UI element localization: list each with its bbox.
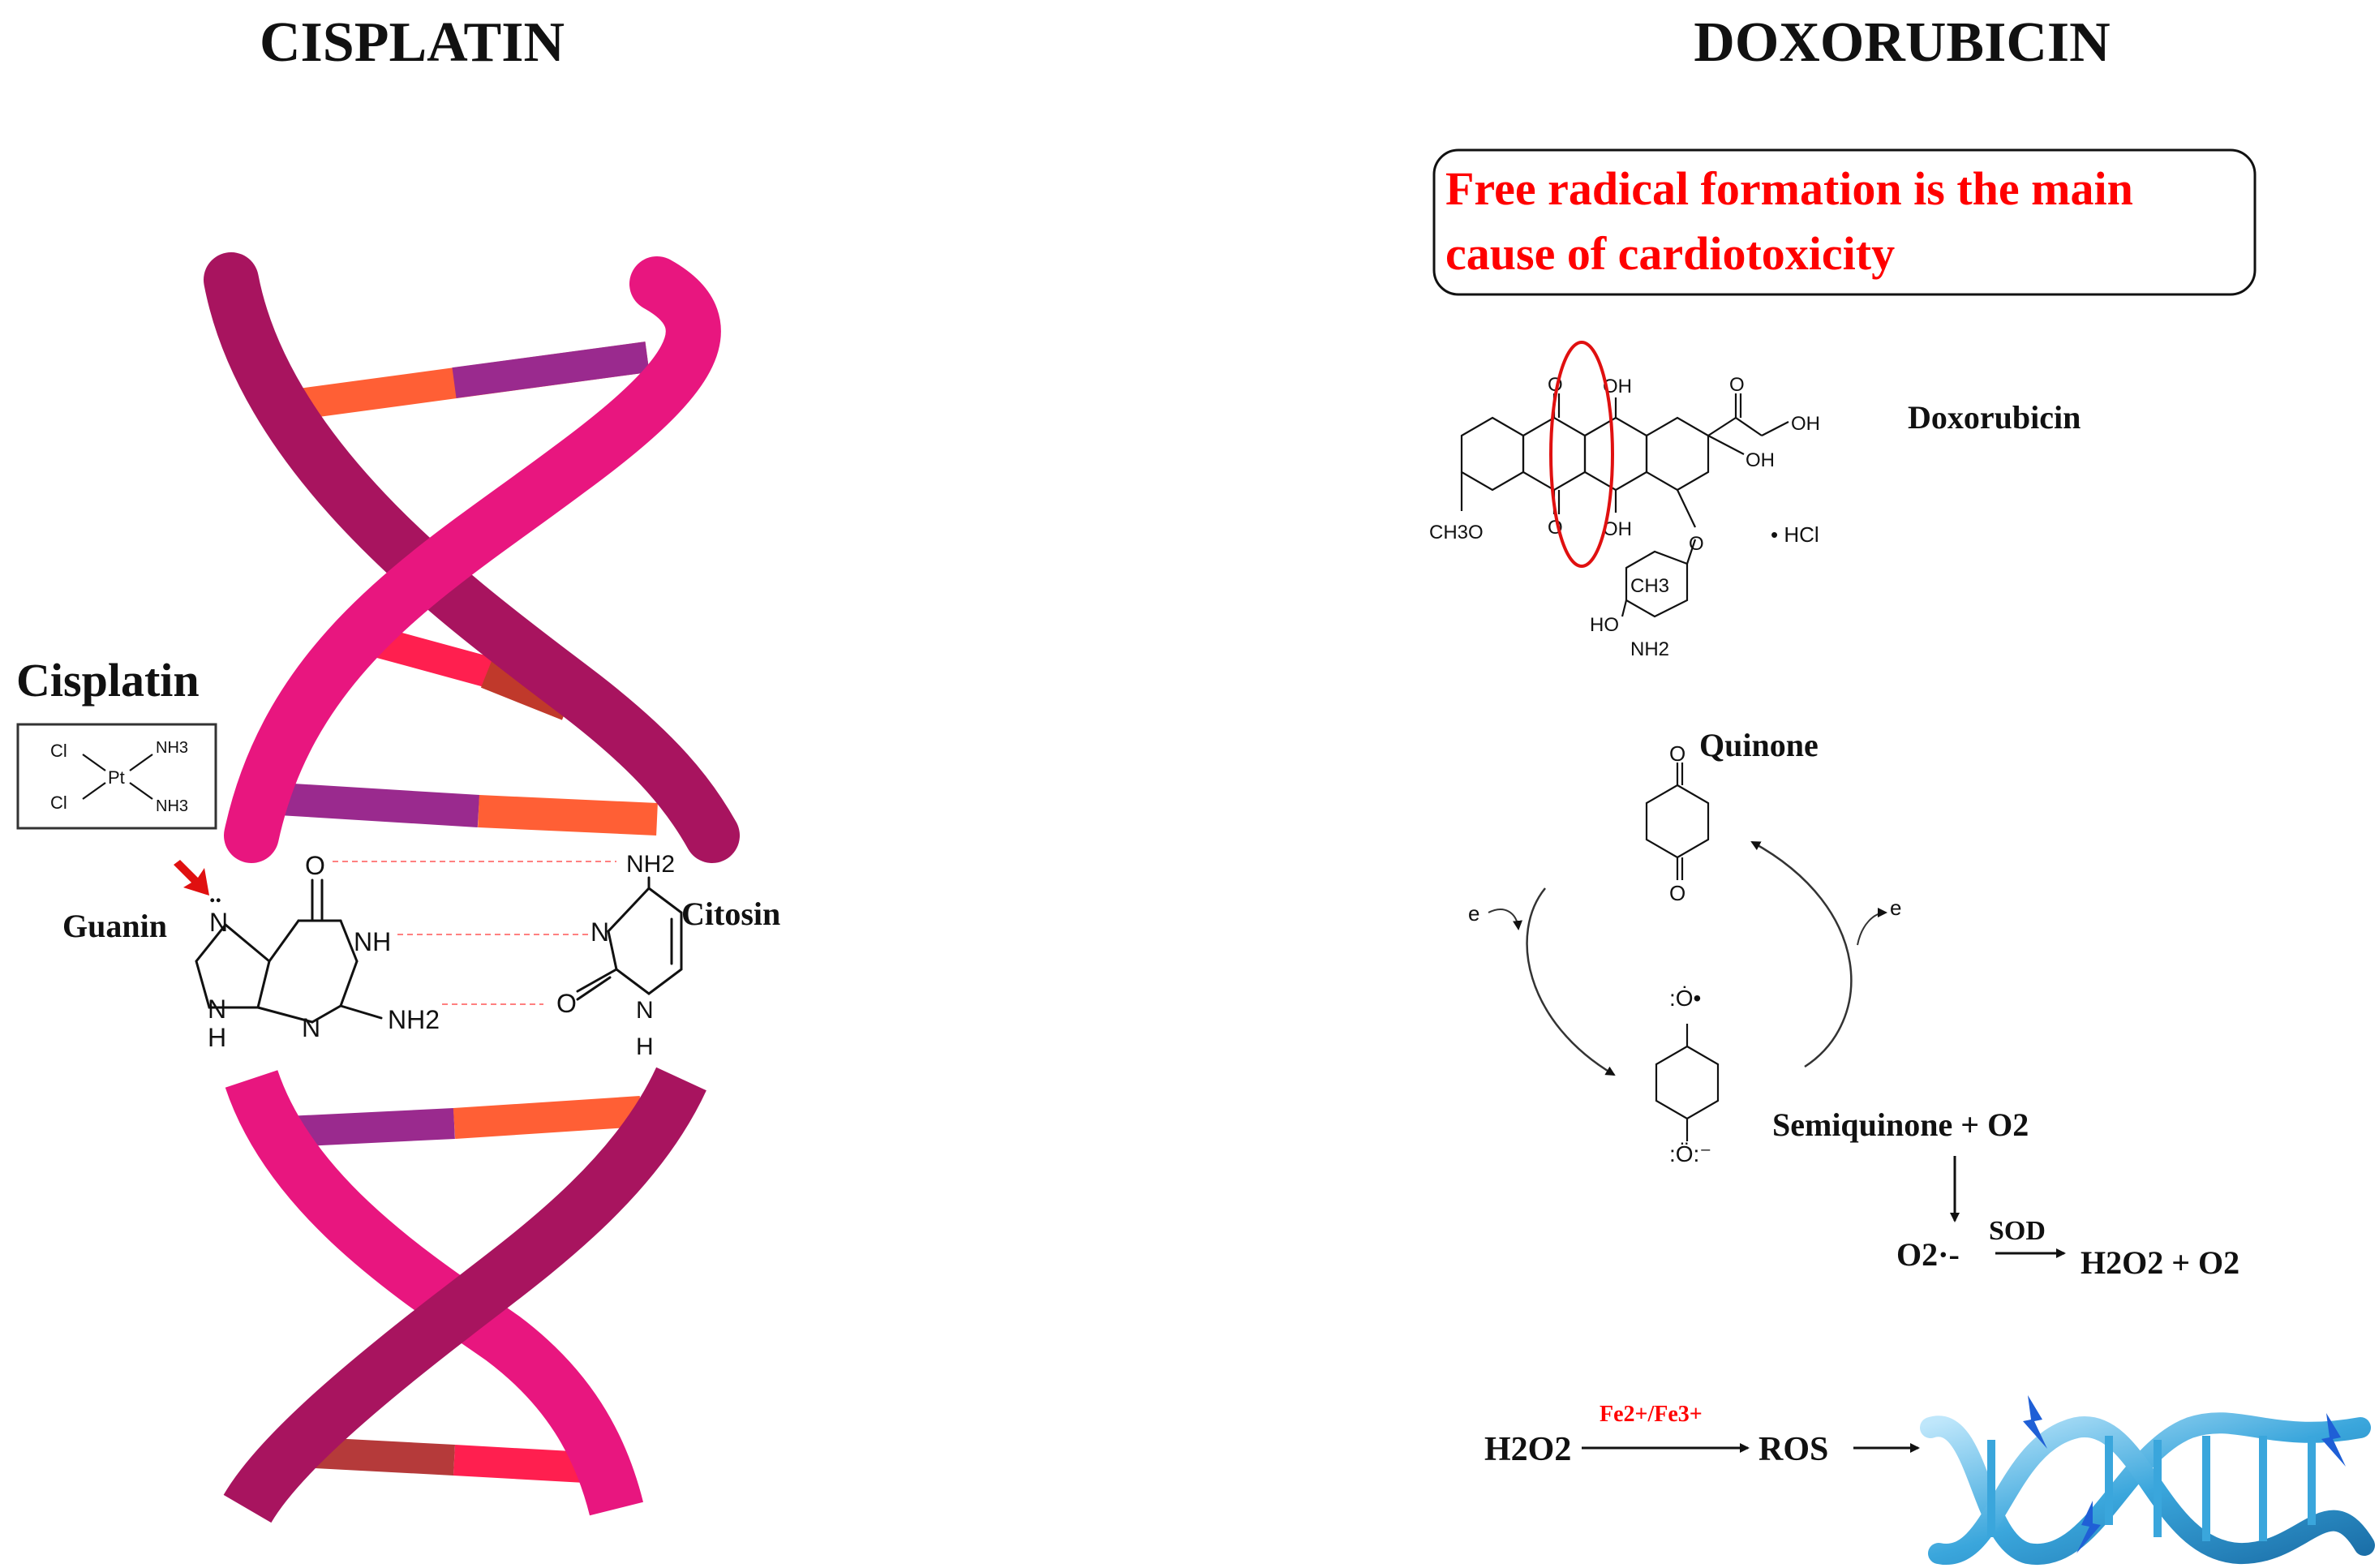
- cardiotoxicity-callout: [1432, 148, 2257, 296]
- dox-ho-group: HO: [1590, 614, 1619, 636]
- electron-in-arrow: [1488, 909, 1522, 930]
- dox-o-atom: O: [1689, 533, 1704, 555]
- dna-icon-strand: [1928, 1416, 2375, 1565]
- ros-label: ROS: [1758, 1431, 1828, 1468]
- semiquinone-ring: :Ȯ• :Ö:⁻: [1655, 986, 1720, 1166]
- guanin-label: Guanin: [62, 908, 167, 944]
- cisplatin-title: CISPLATIN: [260, 11, 565, 74]
- cytosine-h-atom: H: [636, 1033, 654, 1060]
- fe-ions-label: Fe2+/Fe3+: [1600, 1402, 1703, 1427]
- dox-oh-group: OH: [1746, 449, 1775, 471]
- semiquinone-o-radical: :Ȯ•: [1669, 986, 1701, 1011]
- cytosine-nh2-atom: NH2: [626, 851, 675, 878]
- doxorubicin-title: DOXORUBICIN: [1694, 11, 2110, 74]
- cl-atom: Cl: [50, 793, 67, 813]
- helix-strand-light: [225, 1069, 643, 1516]
- dna-helix-top: [204, 252, 740, 863]
- superoxide-label: O2·-: [1896, 1236, 1960, 1273]
- quinone-o-atom: O: [1669, 881, 1685, 905]
- pt-atom: Pt: [108, 767, 125, 788]
- oxidation-arrow: [1750, 840, 1853, 1068]
- quinone-highlight-ellipse: [1549, 341, 1614, 568]
- quinone-o-atom: O: [1669, 741, 1685, 766]
- guanine-nh-atom: NH: [354, 927, 391, 956]
- callout-line-1: Free radical formation is the main: [1445, 162, 2133, 215]
- citosin-label: Citosin: [681, 896, 780, 932]
- helix-base-pair: [478, 795, 658, 836]
- helix-base-pair: [453, 1096, 642, 1139]
- dox-ch3-group: CH3: [1630, 575, 1669, 597]
- dox-oh-group: OH: [1791, 413, 1820, 435]
- dox-o-atom: O: [1729, 374, 1745, 396]
- guanine-h-atom: H: [208, 1023, 226, 1052]
- helix-base-pair: [278, 783, 480, 827]
- helix-strand-dark: [223, 1067, 706, 1523]
- nh3-group: NH3: [156, 797, 188, 815]
- semiquinone-label: Semiquinone + O2: [1772, 1106, 2029, 1143]
- helix-strand-light: [224, 256, 721, 863]
- damaged-dna-icon: [1920, 1395, 2375, 1566]
- helix-base-pair: [452, 342, 650, 398]
- h2o2-label: H2O2: [1484, 1431, 1571, 1468]
- cytosine-o-atom: O: [556, 989, 577, 1018]
- cl-atom: Cl: [50, 741, 67, 761]
- guanine-n9-atom: N: [208, 994, 226, 1024]
- nh3-group: NH3: [156, 739, 188, 757]
- cytosine-structure: NH2 N O N H: [556, 851, 683, 1060]
- hcl-label: • HCl: [1771, 522, 1819, 547]
- guanine-nh2-atom: NH2: [388, 1005, 440, 1034]
- sod-label: SOD: [1989, 1216, 2046, 1246]
- dna-icon-strand: [1920, 1412, 2371, 1566]
- h2o2-o2-products: H2O2 + O2: [2081, 1244, 2239, 1281]
- lightning-bolt-icon: [2076, 1501, 2101, 1553]
- dox-nh2-group: NH2: [1630, 638, 1669, 660]
- binding-site-arrow: [174, 860, 209, 896]
- helix-strand-dark: [204, 252, 740, 863]
- cytosine-n-atom: N: [590, 917, 609, 947]
- doxorubicin-structure: O O OH OH O OH OH CH3O O CH3 HO NH2: [1429, 374, 1820, 660]
- lightning-bolt-icon: [2023, 1395, 2047, 1449]
- semiquinone-o-anion: :Ö:⁻: [1669, 1141, 1711, 1166]
- doxorubicin-label: Doxorubicin: [1908, 399, 2081, 436]
- dox-ch3o-group: CH3O: [1429, 522, 1484, 543]
- cisplatin-label: Cisplatin: [16, 654, 200, 707]
- lone-pair-dots: ..: [209, 881, 221, 908]
- cisplatin-box: [16, 723, 217, 830]
- guanine-structure: O N NH N NH2 N H: [195, 851, 440, 1052]
- guanine-n7-atom: N: [209, 908, 228, 937]
- callout-line-2: cause of cardiotoxicity: [1445, 227, 1895, 280]
- helix-base-pair: [287, 1108, 455, 1147]
- lightning-bolt-icon: [2321, 1413, 2346, 1467]
- cisplatin-structure: Cl Cl Pt NH3 NH3: [16, 723, 217, 830]
- quinone-ring: O O: [1645, 741, 1710, 905]
- cytosine-n1-atom: N: [636, 997, 654, 1024]
- quinone-label: Quinone: [1699, 727, 1819, 763]
- electron-label: e: [1890, 896, 1901, 920]
- guanine-o-atom: O: [305, 851, 325, 880]
- guanine-n-atom: N: [302, 1013, 320, 1042]
- electron-label: e: [1468, 901, 1479, 926]
- dna-helix-bottom: [223, 1067, 706, 1523]
- electron-out-arrow: [1857, 908, 1887, 946]
- reduction-arrow: [1526, 887, 1616, 1076]
